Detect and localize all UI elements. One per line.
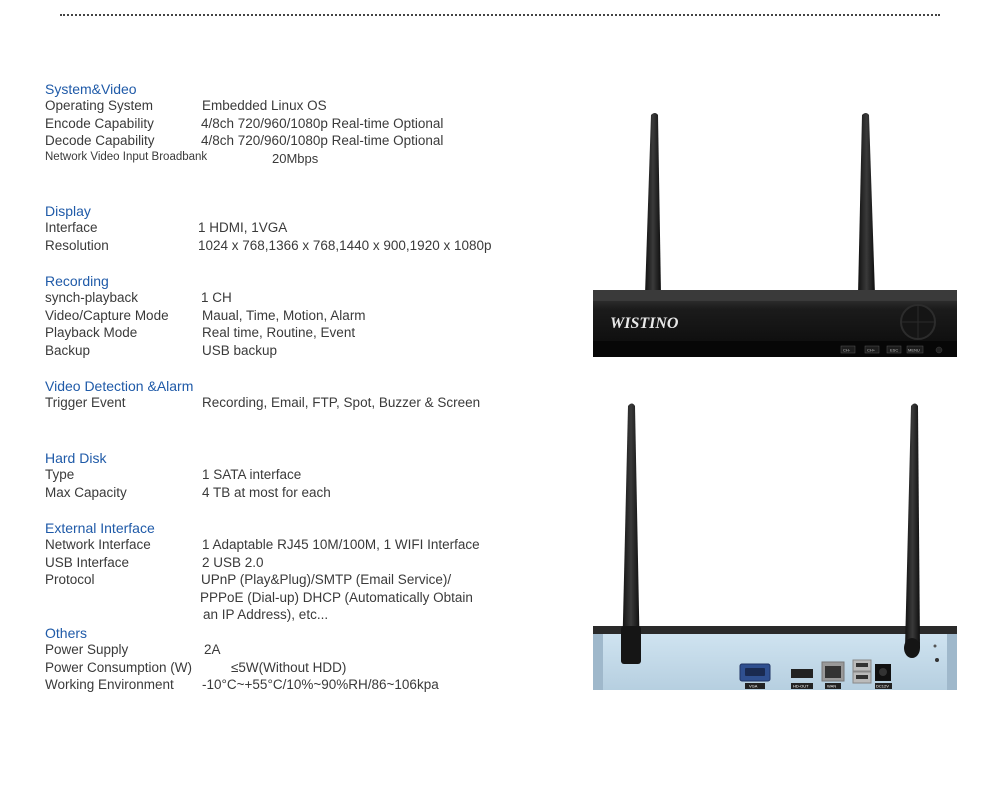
- spec-label: Decode Capability: [45, 133, 155, 148]
- spec-value: 1 HDMI, 1VGA: [198, 220, 288, 235]
- hdmi-port-icon: [791, 669, 813, 678]
- front-button-label: ESC: [890, 348, 898, 353]
- spec-value: 4/8ch 720/960/1080p Real-time Optional: [201, 115, 444, 131]
- spec-label: Backup: [45, 342, 91, 358]
- spec-label: Resolution: [45, 237, 109, 253]
- spec-value: 4 TB at most for each: [202, 484, 331, 500]
- antenna-icon: [645, 113, 661, 295]
- ethernet-port-icon: [821, 661, 845, 682]
- spec-value: Real time, Routine, Event: [202, 325, 356, 340]
- dotted-divider: [60, 14, 940, 16]
- spec-label: Protocol: [45, 572, 95, 587]
- spec-value: 1024 x 768,1366 x 768,1440 x 900,1920 x …: [198, 237, 492, 253]
- section-hard-disk: Hard Disk Type 1 SATA interface Max Capac…: [45, 450, 331, 502]
- section-system-video: System&Video Operating System Embedded Li…: [45, 81, 443, 168]
- front-button-label: MENU: [908, 348, 920, 353]
- spec-label: Playback Mode: [45, 325, 138, 340]
- spec-value: 2A: [204, 642, 221, 657]
- spec-value: 20Mbps: [272, 150, 319, 166]
- front-button-label: CH-: [843, 348, 851, 353]
- spec-label: Type: [45, 467, 75, 482]
- spec-label: synch-playback: [45, 290, 139, 305]
- spec-label: Trigger Event: [45, 395, 126, 410]
- spec-value: 1 Adaptable RJ45 10M/100M, 1 WIFI Interf…: [202, 537, 480, 552]
- spec-value: PPPoE (Dial-up) DHCP (Automatically Obta…: [200, 589, 473, 605]
- brand-logo: WISTINO: [610, 315, 679, 332]
- spec-label: USB Interface: [45, 554, 130, 570]
- spec-value: Maual, Time, Motion, Alarm: [202, 307, 366, 323]
- spec-label: Network Interface: [45, 537, 151, 552]
- port-label: DC12V: [876, 684, 889, 689]
- spec-label: Power Supply: [45, 642, 129, 657]
- spec-value: 1 CH: [201, 290, 232, 305]
- spec-value: 2 USB 2.0: [202, 554, 264, 570]
- spec-label: Interface: [45, 220, 98, 235]
- section-title: Display: [45, 203, 91, 219]
- antenna-icon: [904, 403, 920, 658]
- antenna-icon: [621, 403, 641, 664]
- spec-value: Recording, Email, FTP, Spot, Buzzer & Sc…: [202, 395, 481, 410]
- port-label: VGA: [749, 684, 758, 689]
- spec-label: Operating System: [45, 98, 154, 113]
- spec-value: 1 SATA interface: [202, 467, 302, 482]
- spec-value: 4/8ch 720/960/1080p Real-time Optional: [201, 133, 444, 148]
- spec-value: ≤5W(Without HDD): [231, 659, 347, 675]
- nvr-rear-image: VGA HD-OUT WAN DC12V: [593, 403, 957, 690]
- section-others: Others Power Supply 2A Power Consumption …: [45, 625, 439, 695]
- front-button-label: CH+: [867, 348, 876, 353]
- spec-value: UPnP (Play&Plug)/SMTP (Email Service)/: [201, 572, 452, 587]
- nvr-front-image: WISTINO CH- CH+ ESC MENU: [593, 113, 957, 357]
- spec-label: Power Consumption (W): [45, 659, 193, 675]
- section-external-interface: External Interface Network Interface 1 Ad…: [45, 520, 480, 625]
- spec-label: Video/Capture Mode: [45, 307, 169, 323]
- power-jack-icon: [875, 664, 891, 681]
- spec-value: USB backup: [202, 342, 278, 358]
- antenna-icon: [858, 113, 875, 295]
- section-title: Others: [45, 625, 88, 641]
- section-video-detection: Video Detection &Alarm Trigger Event Reco…: [45, 378, 480, 413]
- front-button: [886, 345, 902, 354]
- section-title: Recording: [45, 273, 109, 289]
- spec-label: Network Video Input Broadbank: [45, 150, 208, 163]
- section-title: Video Detection &Alarm: [45, 378, 194, 394]
- section-title: External Interface: [45, 520, 155, 536]
- spec-value: Embedded Linux OS: [202, 98, 327, 113]
- front-button: [864, 345, 880, 354]
- spec-label: Working Environment: [45, 677, 174, 692]
- usb-port-icon: [852, 659, 872, 684]
- vga-port-icon: [739, 663, 771, 682]
- spec-value: an IP Address), etc...: [203, 607, 329, 622]
- spec-label: Encode Capability: [45, 115, 154, 131]
- front-button: [840, 345, 856, 354]
- port-label: HD-OUT: [793, 684, 809, 689]
- port-label: WAN: [827, 684, 836, 689]
- section-title: Hard Disk: [45, 450, 107, 466]
- front-button: [906, 345, 924, 354]
- spec-label: Max Capacity: [45, 484, 127, 500]
- section-recording: Recording synch-playback 1 CH Video/Captu…: [45, 273, 366, 360]
- section-title: System&Video: [45, 81, 137, 97]
- spec-value: -10°C~+55°C/10%~90%RH/86~106kpa: [202, 677, 439, 692]
- section-display: Display Interface 1 HDMI, 1VGA Resolution…: [45, 203, 492, 255]
